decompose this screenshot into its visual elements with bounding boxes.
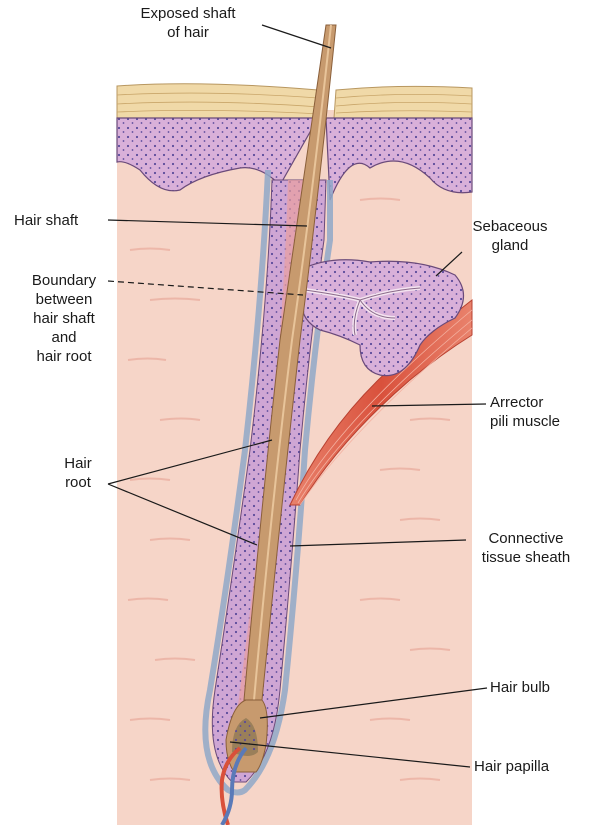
label-sebaceous-gland: Sebaceous gland	[460, 217, 560, 255]
label-exposed-shaft: Exposed shaft of hair	[118, 4, 258, 42]
leader-exposed-shaft	[262, 25, 331, 48]
label-connective-sheath: Connective tissue sheath	[465, 529, 587, 567]
label-arrector-pili: Arrector pili muscle	[490, 393, 560, 431]
label-hair-root: Hair root	[52, 454, 104, 492]
label-boundary: Boundary between hair shaft and hair roo…	[14, 271, 114, 366]
label-hair-shaft: Hair shaft	[14, 211, 78, 230]
label-hair-bulb: Hair bulb	[490, 678, 550, 697]
label-hair-papilla: Hair papilla	[474, 757, 549, 776]
